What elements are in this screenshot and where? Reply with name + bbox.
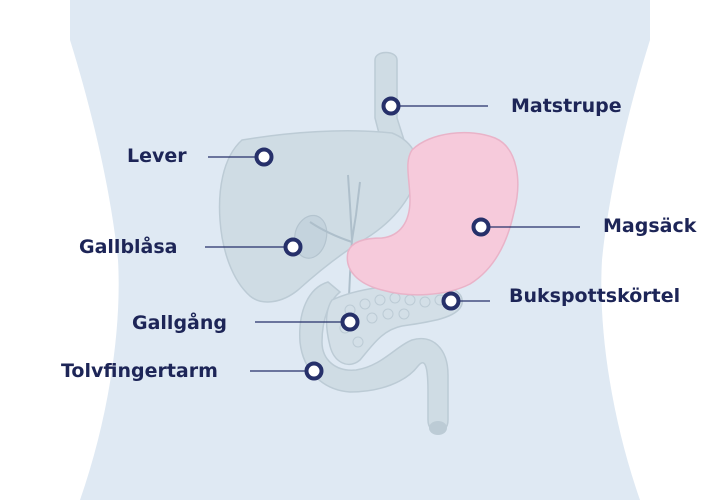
pointer-lines xyxy=(205,105,580,372)
marker-matstrupe xyxy=(381,96,401,116)
label-matstrupe: Matstrupe xyxy=(511,95,622,117)
marker-gallgang xyxy=(340,312,360,332)
label-gallblasa: Gallblåsa xyxy=(79,236,178,258)
intestine-opening-shape xyxy=(429,421,447,435)
marker-magsack xyxy=(471,217,491,237)
marker-bukspottskortel xyxy=(441,291,461,311)
label-magsack: Magsäck xyxy=(603,215,697,237)
marker-lever xyxy=(254,147,274,167)
stomach-shape xyxy=(346,131,519,296)
bile-duct-shape xyxy=(309,174,361,319)
label-lever: Lever xyxy=(127,145,187,167)
marker-tolvfingertarm xyxy=(304,361,324,381)
marker-gallblasa xyxy=(283,237,303,257)
label-gallgang: Gallgång xyxy=(132,312,227,334)
gallbladder-shape xyxy=(294,214,328,259)
label-tolvfingertarm: Tolvfingertarm xyxy=(61,360,218,382)
markers xyxy=(254,96,491,381)
label-bukspottskortel: Bukspottskörtel xyxy=(509,285,681,307)
